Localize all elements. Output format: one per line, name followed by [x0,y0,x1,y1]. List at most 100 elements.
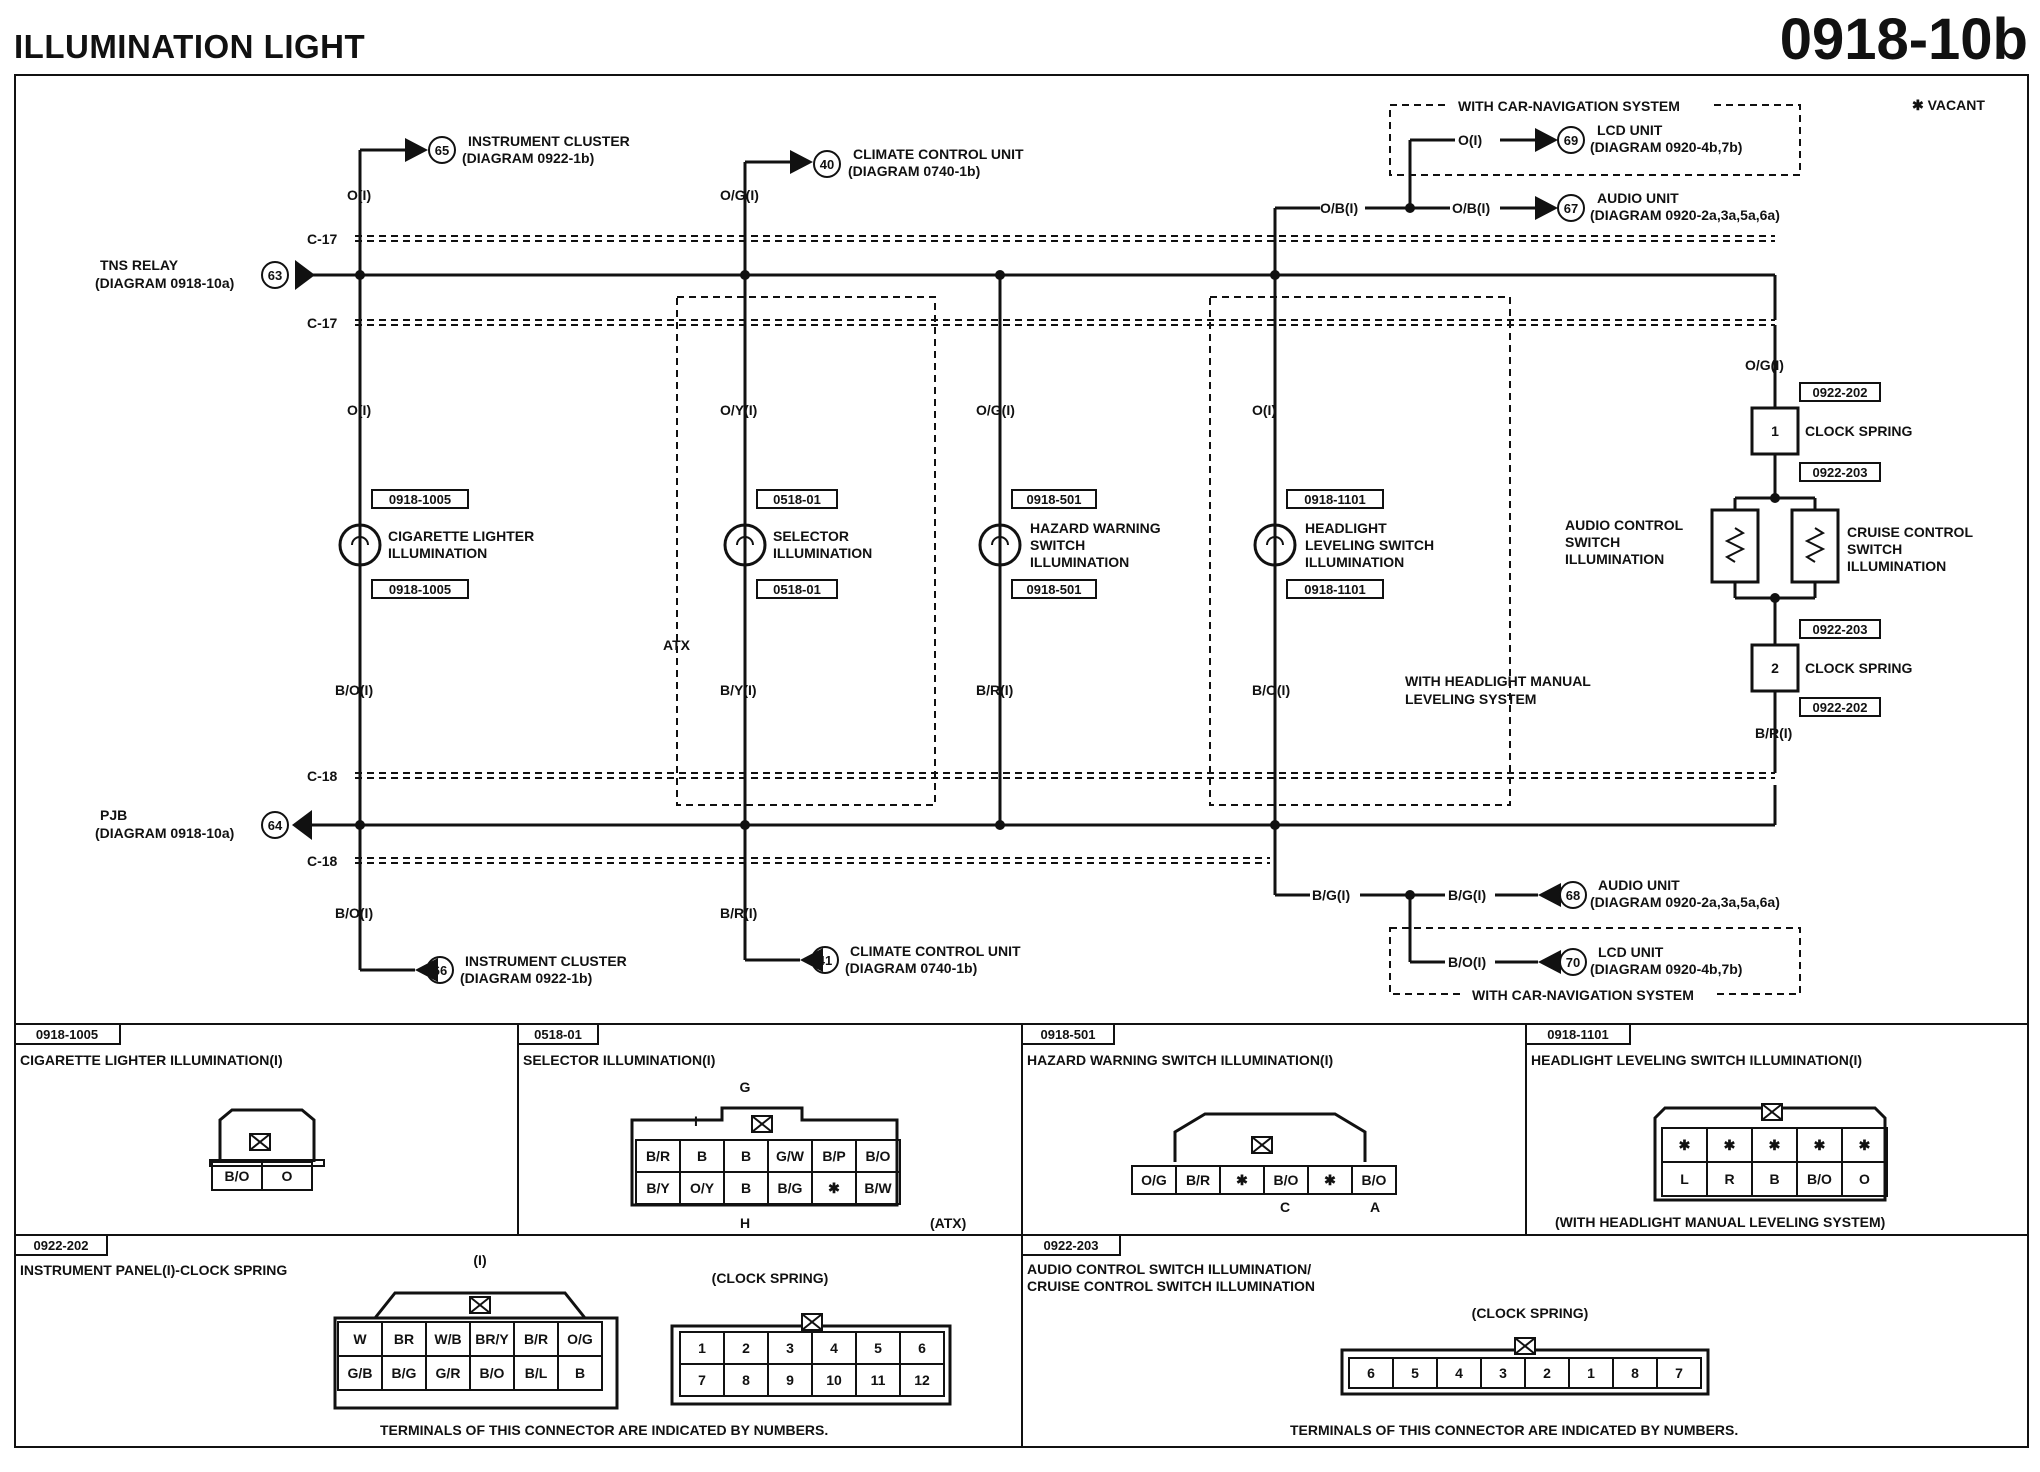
instrument-panel-pin-label: B/G [392,1365,417,1381]
atx-label: ATX [663,637,691,653]
clock-spring-8-pin-label: 7 [1675,1365,1683,1381]
pjb-source: 64 PJB (DIAGRAM 0918-10a) [95,807,312,841]
clock-spring-pin-label: 12 [914,1372,930,1388]
headlight-pin-label: ✱ [1679,1137,1691,1153]
svg-text:0518-01: 0518-01 [773,492,821,507]
c18-label-top: C-18 [307,768,338,784]
svg-text:HEADLIGHT: HEADLIGHT [1305,520,1387,536]
svg-text:B/R(I): B/R(I) [976,682,1013,698]
svg-text:O/Y(I): O/Y(I) [720,402,757,418]
selector-pin-label: B [697,1148,707,1164]
svg-text:AUDIO CONTROL: AUDIO CONTROL [1565,517,1684,533]
c17-label-bottom: C-17 [307,315,338,331]
clock-spring-pin-label: 10 [826,1372,842,1388]
connector-view-cigarette-lighter: 0918-1005 CIGARETTE LIGHTER ILLUMINATION… [14,1023,325,1191]
selector-pin-label: B/Y [646,1180,670,1196]
nav-boundary-bottom [1389,927,1801,995]
svg-text:PJB: PJB [100,807,127,823]
svg-text:B/G(I): B/G(I) [1312,887,1350,903]
selector-pin-label: B/W [864,1180,892,1196]
clock-spring-pin-label: 8 [742,1372,750,1388]
svg-text:(DIAGRAM 0920-4b,7b): (DIAGRAM 0920-4b,7b) [1590,139,1742,155]
headlight-pin-label: ✱ [1814,1137,1826,1153]
selector-pin-label: B/P [822,1148,845,1164]
svg-text:LEVELING SWITCH: LEVELING SWITCH [1305,537,1434,553]
instrument-panel-pin-label: O/G [567,1331,593,1347]
hazard-warning-circuit: O/G(I) 0918-501 HAZARD WARNING SWITCH IL… [976,270,1161,830]
svg-text:(DIAGRAM 0918-10a): (DIAGRAM 0918-10a) [95,275,234,291]
svg-text:O(I): O(I) [347,402,371,418]
instrument-panel-pin-label: B/L [525,1365,548,1381]
selector-pin-label: B [741,1180,751,1196]
svg-text:0518-01: 0518-01 [773,582,821,597]
svg-text:65: 65 [435,143,449,158]
manual-leveling-label-2: LEVELING SYSTEM [1405,691,1536,707]
svg-text:0922-202: 0922-202 [1813,700,1868,715]
svg-text:CLIMATE CONTROL UNIT: CLIMATE CONTROL UNIT [853,146,1024,162]
svg-text:(DIAGRAM 0740-1b): (DIAGRAM 0740-1b) [845,960,977,976]
clock-spring-8-pin-label: 3 [1499,1365,1507,1381]
svg-text:2: 2 [1771,660,1779,676]
clock-spring-pin-label: 3 [786,1340,794,1356]
svg-text:AUDIO UNIT: AUDIO UNIT [1597,190,1679,206]
hazard-pin-cell [1351,1165,1397,1195]
hazard-pin-label: ✱ [1236,1172,1248,1188]
svg-text:SELECTOR ILLUMINATION(I): SELECTOR ILLUMINATION(I) [523,1052,715,1068]
connector-view-selector: 0518-01 SELECTOR ILLUMINATION(I) G I H (… [517,1023,966,1231]
svg-text:(DIAGRAM 0922-1b): (DIAGRAM 0922-1b) [460,970,592,986]
svg-text:B/G(I): B/G(I) [1448,887,1486,903]
instrument-panel-pin-label: B [575,1365,585,1381]
svg-text:H: H [740,1215,750,1231]
svg-text:HEADLIGHT LEVELING SWITCH ILLU: HEADLIGHT LEVELING SWITCH ILLUMINATION(I… [1531,1052,1862,1068]
svg-text:0918-501: 0918-501 [1041,1027,1096,1042]
svg-text:0922-202: 0922-202 [34,1238,89,1253]
svg-text:0922-202: 0922-202 [1813,385,1868,400]
svg-text:HAZARD WARNING SWITCH ILLUMINA: HAZARD WARNING SWITCH ILLUMINATION(I) [1027,1052,1333,1068]
instrument-panel-pin-label: B/O [480,1365,505,1381]
svg-text:I: I [694,1113,698,1129]
svg-text:B/R(I): B/R(I) [720,905,757,921]
svg-text:CLIMATE CONTROL UNIT: CLIMATE CONTROL UNIT [850,943,1021,959]
connector-view-instrument-panel-clock-spring: 0922-202 INSTRUMENT PANEL(I)-CLOCK SPRIN… [14,1234,952,1438]
svg-text:(DIAGRAM 0920-4b,7b): (DIAGRAM 0920-4b,7b) [1590,961,1742,977]
manual-leveling-boundary [1209,296,1511,806]
clock-spring-pin-label: 4 [830,1340,838,1356]
svg-text:O(I): O(I) [1252,402,1276,418]
svg-text:70: 70 [1566,955,1580,970]
svg-text:INSTRUMENT PANEL(I)-CLOCK SPRI: INSTRUMENT PANEL(I)-CLOCK SPRING [20,1262,287,1278]
instrument-panel-pin-label: W [353,1331,367,1347]
svg-text:TERMINALS OF THIS CONNECTOR AR: TERMINALS OF THIS CONNECTOR ARE INDICATE… [380,1422,828,1438]
svg-text:WITH CAR-NAVIGATION SYSTEM: WITH CAR-NAVIGATION SYSTEM [1458,98,1680,114]
connector-view-headlight-leveling: 0918-1101 HEADLIGHT LEVELING SWITCH ILLU… [1525,1023,1887,1230]
svg-text:TERMINALS OF THIS CONNECTOR AR: TERMINALS OF THIS CONNECTOR ARE INDICATE… [1290,1422,1738,1438]
clock-spring-8-pin-label: 8 [1631,1365,1639,1381]
svg-text:O/B(I): O/B(I) [1452,200,1490,216]
svg-text:69: 69 [1564,133,1578,148]
svg-text:66: 66 [433,963,447,978]
svg-text:B/O: B/O [225,1168,250,1184]
selector-pin-label: B [741,1148,751,1164]
svg-text:ILLUMINATION: ILLUMINATION [773,545,872,561]
selector-pin-label: ✱ [828,1180,840,1196]
svg-text:ILLUMINATION: ILLUMINATION [1565,551,1664,567]
svg-text:ILLUMINATION: ILLUMINATION [1305,554,1404,570]
headlight-pin-label: O [1859,1171,1870,1187]
c18-label-bottom: C-18 [307,853,338,869]
svg-text:B/O(I): B/O(I) [1252,682,1290,698]
connector-view-audio-cruise: 0922-203 AUDIO CONTROL SWITCH ILLUMINATI… [1021,1234,1738,1438]
manual-leveling-label-1: WITH HEADLIGHT MANUAL [1405,673,1591,689]
instrument-panel-pin-label: G/R [436,1365,461,1381]
svg-text:O/G(I): O/G(I) [720,187,759,203]
svg-text:SWITCH: SWITCH [1847,541,1902,557]
svg-text:0922-203: 0922-203 [1813,622,1868,637]
svg-text:SELECTOR: SELECTOR [773,528,849,544]
svg-text:TNS RELAY: TNS RELAY [100,257,179,273]
svg-text:40: 40 [820,157,834,172]
svg-text:HAZARD WARNING: HAZARD WARNING [1030,520,1161,536]
selector-circuit: 40 CLIMATE CONTROL UNIT (DIAGRAM 0740-1b… [720,146,1024,976]
svg-text:(DIAGRAM 0920-2a,3a,5a,6a): (DIAGRAM 0920-2a,3a,5a,6a) [1590,207,1780,223]
svg-text:0922-203: 0922-203 [1813,465,1868,480]
